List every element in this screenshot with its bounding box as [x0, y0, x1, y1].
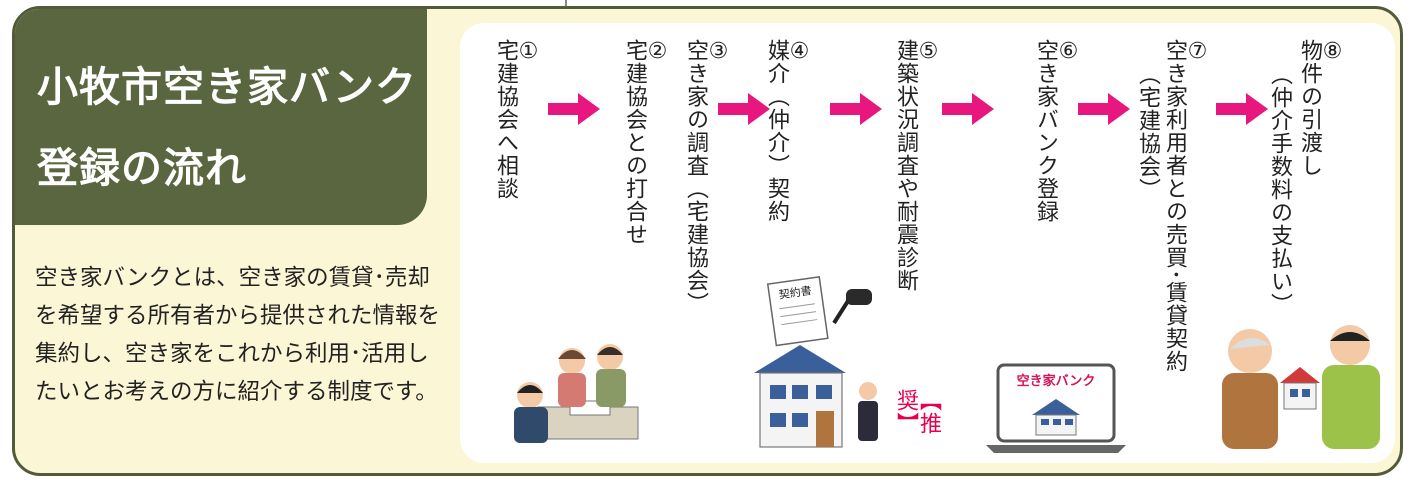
- step-8-sub: （仲介手数料の支払い）: [1267, 63, 1292, 316]
- step-7-sub: （宅建協会）: [1135, 63, 1160, 201]
- recommend-badge: 【推奨】: [893, 389, 941, 435]
- top-border: [0, 0, 1415, 6]
- title-line-1: 小牧市空き家バンク: [37, 63, 418, 111]
- arrow-right-icon: [1078, 93, 1130, 125]
- arrow-right-icon: [1216, 93, 1268, 125]
- description-text: 空き家バンクとは、空き家の賃貸･売却を希望する所有者から提供された情報を集約し、…: [35, 265, 441, 405]
- arrow-right-icon: [548, 93, 600, 125]
- consultation-illustration-icon: [514, 344, 639, 443]
- step-1-number: ①: [516, 39, 541, 65]
- step-3-number: ③: [706, 39, 731, 65]
- step-5-number: ⑤: [916, 39, 941, 65]
- house-contract-illustration-icon: 契約書: [754, 276, 878, 448]
- step-7-label: 空き家利用者との売買･賃貸契約: [1162, 39, 1187, 374]
- arrow-right-icon: [718, 93, 770, 125]
- contract-text: 契約書: [778, 283, 813, 301]
- laptop-screen-text: 空き家バンク: [1017, 373, 1096, 389]
- step-2-label: 宅建協会との打合せ: [622, 39, 647, 246]
- akiya-bank-panel: 小牧市空き家バンク 登録の流れ 空き家バンクとは、空き家の賃貸･売却を希望する所…: [12, 6, 1403, 476]
- title-box: 小牧市空き家バンク 登録の流れ: [15, 9, 427, 225]
- step-8-label: 物件の引渡し: [1297, 39, 1322, 177]
- step-7-number: ⑦: [1185, 39, 1210, 65]
- step-2-number: ②: [645, 39, 670, 65]
- arrow-right-icon: [942, 93, 994, 125]
- step-4-number: ④: [787, 39, 812, 65]
- step-1-label: 宅建協会へ相談: [493, 39, 518, 200]
- arrow-right-icon: [830, 93, 882, 125]
- laptop-illustration-icon: 空き家バンク: [986, 363, 1126, 453]
- step-4-label: 媒介（仲介）契約: [764, 39, 789, 223]
- handover-illustration-icon: [1222, 325, 1380, 449]
- step-3-label: 空き家の調査（宅建協会）: [683, 39, 708, 315]
- title-line-2: 登録の流れ: [37, 144, 247, 192]
- step-8-number: ⑧: [1320, 39, 1345, 65]
- step-6-number: ⑥: [1056, 39, 1081, 65]
- step-6-label: 空き家バンク登録: [1033, 39, 1058, 223]
- step-5-label: 建築状況調査や耐震診断: [893, 39, 918, 292]
